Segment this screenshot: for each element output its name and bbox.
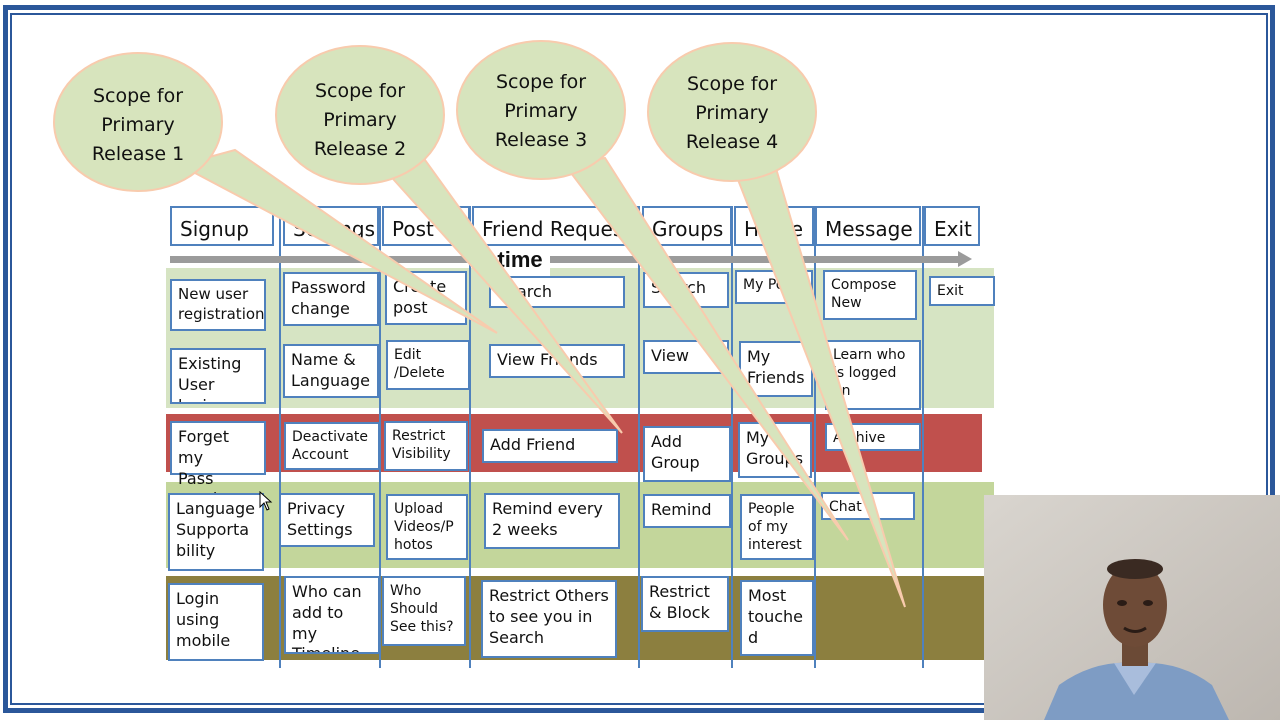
time-label: time (490, 246, 550, 276)
callout-text-2: Scope for Primary Release 2 (313, 80, 407, 160)
story-card: People of my interest (740, 494, 814, 560)
story-card: Restrict Others to see you in Search (481, 580, 617, 658)
story-card: Privacy Settings (279, 493, 375, 547)
column-divider (379, 206, 381, 668)
column-divider (731, 206, 733, 668)
header-home: Home (734, 206, 814, 246)
slide-outer-frame (3, 5, 1275, 713)
story-card: Exit (929, 276, 995, 306)
story-card: Deactivate Account (284, 422, 380, 470)
header-exit: Exit (924, 206, 980, 246)
callout-text-1: Scope for Primary Release 1 (91, 85, 185, 165)
story-card: Edit /Delete (386, 340, 470, 390)
presenter-webcam-video (984, 495, 1280, 720)
column-divider (279, 206, 281, 668)
story-card: Most touche d (740, 580, 814, 656)
header-signup: Signup (170, 206, 274, 246)
story-card: Remind every 2 weeks (484, 493, 620, 549)
story-card: View (643, 340, 729, 374)
story-card: Language Supporta bility (168, 493, 264, 571)
story-card: Who Should See this? (382, 576, 466, 646)
story-card: Add Friend (482, 429, 618, 463)
time-arrow (170, 256, 960, 263)
time-arrow-head (958, 251, 972, 267)
story-card: Compose New (823, 270, 917, 320)
story-card: Learn who is logged on (825, 340, 921, 410)
column-divider (814, 206, 816, 668)
column-divider (469, 206, 471, 668)
story-card: Forget my Pass word (170, 421, 266, 508)
story-card: Restrict Visibility (384, 421, 468, 471)
header-message: Message (815, 206, 921, 246)
header-groups: Groups (642, 206, 732, 246)
story-card: Login using mobile (168, 583, 264, 661)
column-divider (922, 206, 924, 668)
header-friend-request: Friend Request (472, 206, 638, 246)
presenter-image (984, 495, 1280, 720)
mouse-cursor-icon (259, 491, 273, 511)
story-card: Add Group (643, 426, 731, 482)
story-card: Create post (385, 271, 467, 325)
story-card: Search (643, 272, 729, 308)
story-card: Search (489, 276, 625, 308)
story-card: Restrict & Block (641, 576, 729, 632)
story-card: Chat (821, 492, 915, 520)
header-settings: Settings (283, 206, 379, 246)
story-card: My Friends (739, 341, 813, 397)
header-post: Post (382, 206, 470, 246)
story-card: Existing User login (170, 348, 266, 404)
story-card: View Friends (489, 344, 625, 378)
column-divider (638, 206, 640, 668)
story-card: New user registration (170, 279, 266, 331)
story-card: Password change (283, 272, 379, 326)
story-card: My Posts (735, 270, 813, 304)
story-card: My Groups (738, 422, 812, 478)
callout-text-3: Scope for Primary Release 3 (494, 71, 588, 151)
story-card: Upload Videos/P hotos (386, 494, 468, 560)
callout-text-4: Scope for Primary Release 4 (685, 73, 779, 153)
story-card: Remind (643, 494, 731, 528)
story-card: Archive (825, 423, 921, 451)
story-card: Who can add to my Timeline (284, 576, 380, 654)
story-card: Name & Language (283, 344, 379, 398)
